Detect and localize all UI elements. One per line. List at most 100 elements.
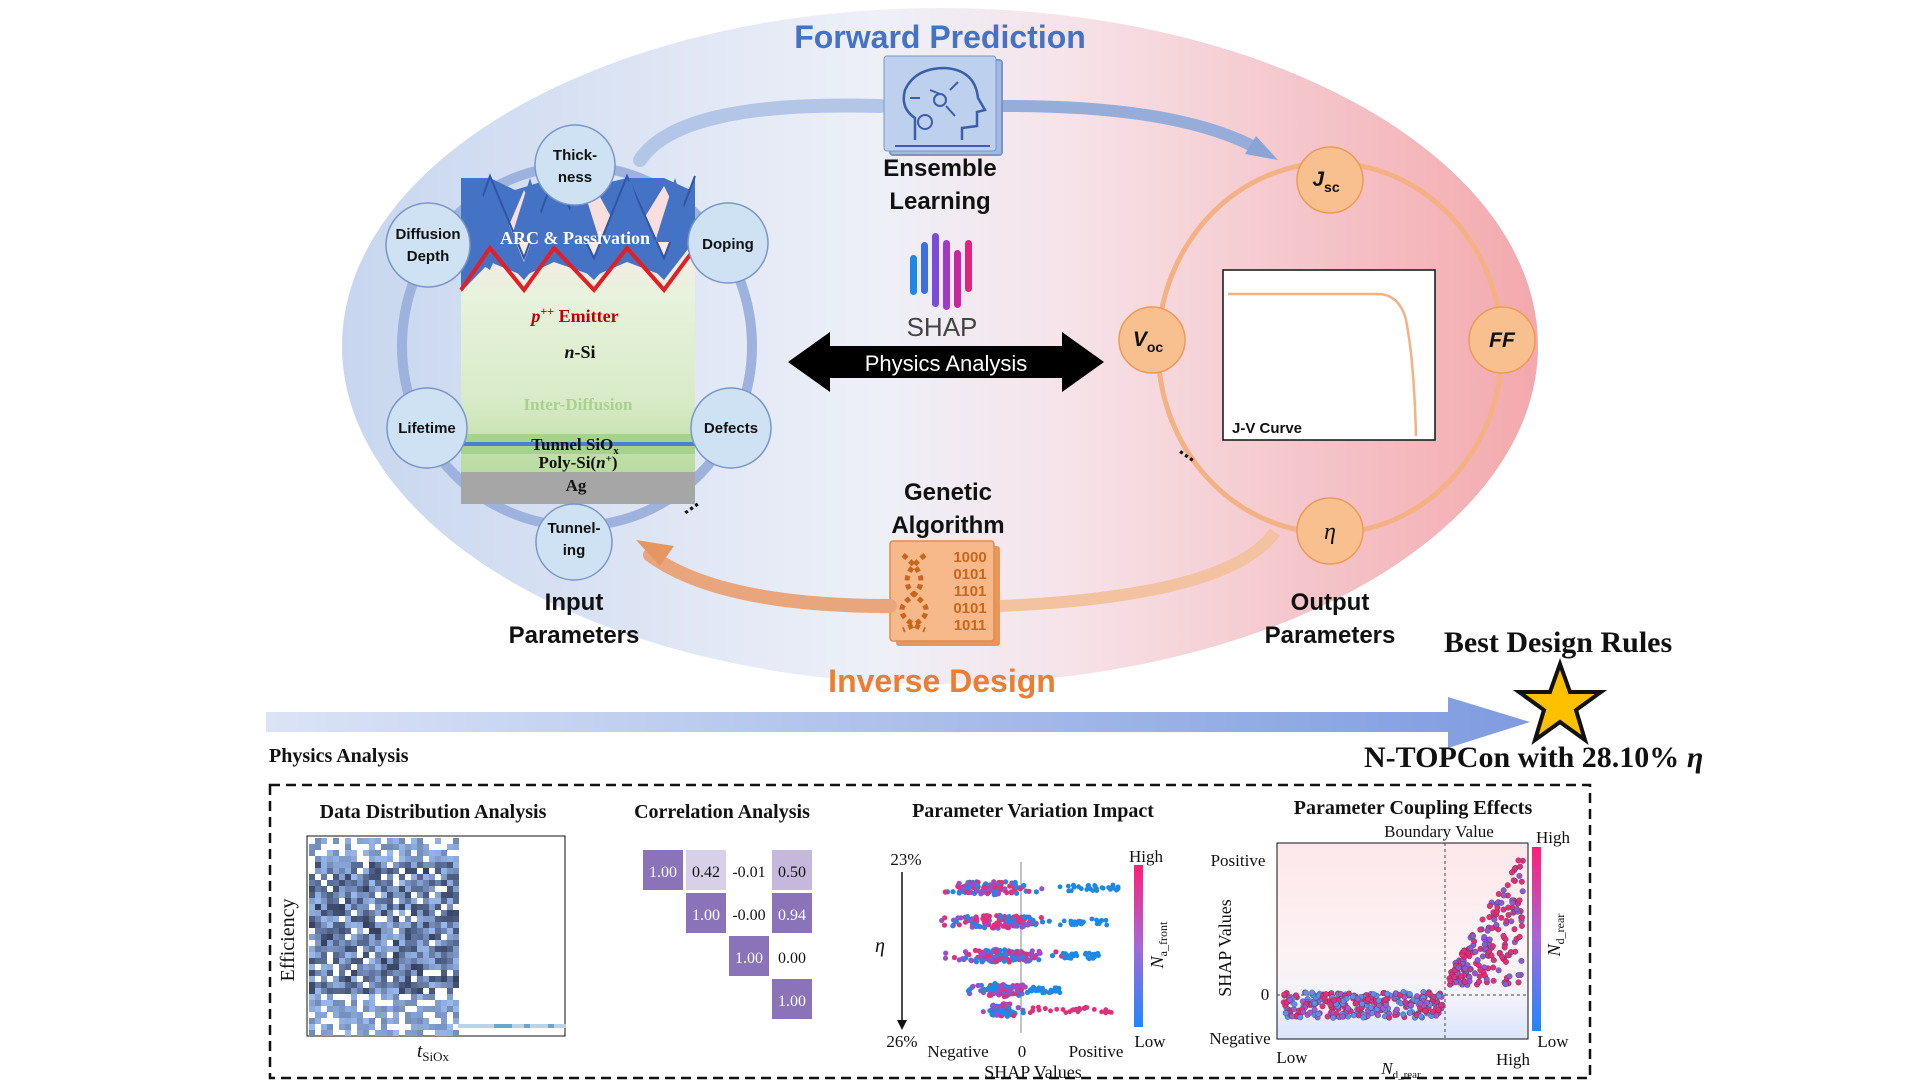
coupling-point [1483,976,1490,983]
distribution-cell [345,964,351,970]
distribution-cell [351,892,357,898]
beeswarm-point [1073,951,1079,956]
distribution-cell [405,988,411,994]
distribution-cell [411,994,417,1000]
distribution-cell [399,1006,405,1012]
best-design-subtitle: N-TOPCon with 28.10% η [1364,741,1703,774]
distribution-cell [387,874,393,880]
distribution-cell [399,922,405,928]
beeswarm-point [1115,884,1121,890]
variation-positive-label: Positive [1069,1042,1124,1061]
correlation-cell [772,893,812,933]
distribution-cell [339,904,345,910]
distribution-cell [363,850,369,856]
coupling-point [1462,965,1469,972]
distribution-cell [405,880,411,886]
ensemble-learning-label-2: Learning [889,188,990,215]
distribution-cell [327,940,333,946]
distribution-cell [417,886,423,892]
node-eta-label: η [1324,519,1336,545]
distribution-cell [441,922,447,928]
distribution-cell [369,970,375,976]
node-tunneling-label-2: ing [563,542,586,559]
distribution-cell [315,958,321,964]
distribution-cell [417,838,423,844]
beeswarm-point [965,988,972,994]
distribution-cell [441,964,447,970]
distribution-cell [345,958,351,964]
distribution-cell [309,910,315,916]
distribution-cell [399,970,405,976]
distribution-cell [339,892,345,898]
distribution-cell [351,874,357,880]
distribution-cell [345,856,351,862]
output-parameters-title-2: Parameters [1265,622,1396,649]
distribution-cell [554,1024,560,1028]
distribution-cell [411,982,417,988]
distribution-cell [441,1018,447,1024]
distribution-cell [363,988,369,994]
beeswarm-point [1098,918,1104,923]
coupling-point [1494,904,1501,911]
binary-string: 1011 [954,617,987,634]
beeswarm-point [1060,1007,1066,1012]
distribution-cell [381,862,387,868]
variation-cbar-low: Low [1134,1032,1166,1051]
distribution-cell [333,1006,339,1012]
distribution-cell [405,970,411,976]
distribution-cell [357,838,363,844]
distribution-cell [333,928,339,934]
distribution-cell [447,976,453,982]
coupling-point [1422,1007,1429,1014]
distribution-cell [411,988,417,994]
progress-arrow [266,697,1530,748]
distribution-cell [423,880,429,886]
node-jsc-label: Jsc [1312,168,1339,195]
distribution-cell [351,946,357,952]
distribution-cell [423,976,429,982]
distribution-cell [369,844,375,850]
coupling-point [1486,914,1493,921]
coupling-point [1500,892,1507,899]
distribution-cell [369,898,375,904]
coupling-point [1489,943,1496,950]
distribution-cell [453,910,459,916]
distribution-cell [417,946,423,952]
beeswarm-point [998,886,1004,892]
coupling-point [1417,1013,1424,1020]
distribution-cell [321,838,327,844]
distribution-cell [399,976,405,982]
beeswarm-point [1049,953,1056,959]
distribution-cell [333,874,339,880]
distribution-cell [381,886,387,892]
distribution-cell [411,964,417,970]
beeswarm-point [1012,984,1018,990]
distribution-cell [309,892,315,898]
distribution-cell [405,898,411,904]
distribution-cell [411,910,417,916]
beeswarm-point [988,957,994,963]
distribution-cell [363,838,369,844]
distribution-cell [387,856,393,862]
beeswarm-point [1004,924,1011,931]
distribution-cell [321,1012,327,1018]
distribution-cell [399,934,405,940]
distribution-cell [345,928,351,934]
distribution-cell [417,850,423,856]
distribution-cell [357,928,363,934]
distribution-cell [309,976,315,982]
distribution-cell [315,970,321,976]
beeswarm-point [1014,884,1020,890]
distribution-cell [345,916,351,922]
distribution-cell [411,880,417,886]
distribution-cell [506,1024,512,1028]
coupling-point [1383,1001,1389,1008]
physics-analysis-section-label: Physics Analysis [269,745,409,767]
distribution-cell [375,1012,381,1018]
distribution-cell [381,994,387,1000]
distribution-cell [357,892,363,898]
beeswarm-point [1083,1004,1088,1010]
node-ff: FF [1468,306,1536,374]
beeswarm-point [1012,923,1018,929]
coupling-point [1510,877,1517,884]
